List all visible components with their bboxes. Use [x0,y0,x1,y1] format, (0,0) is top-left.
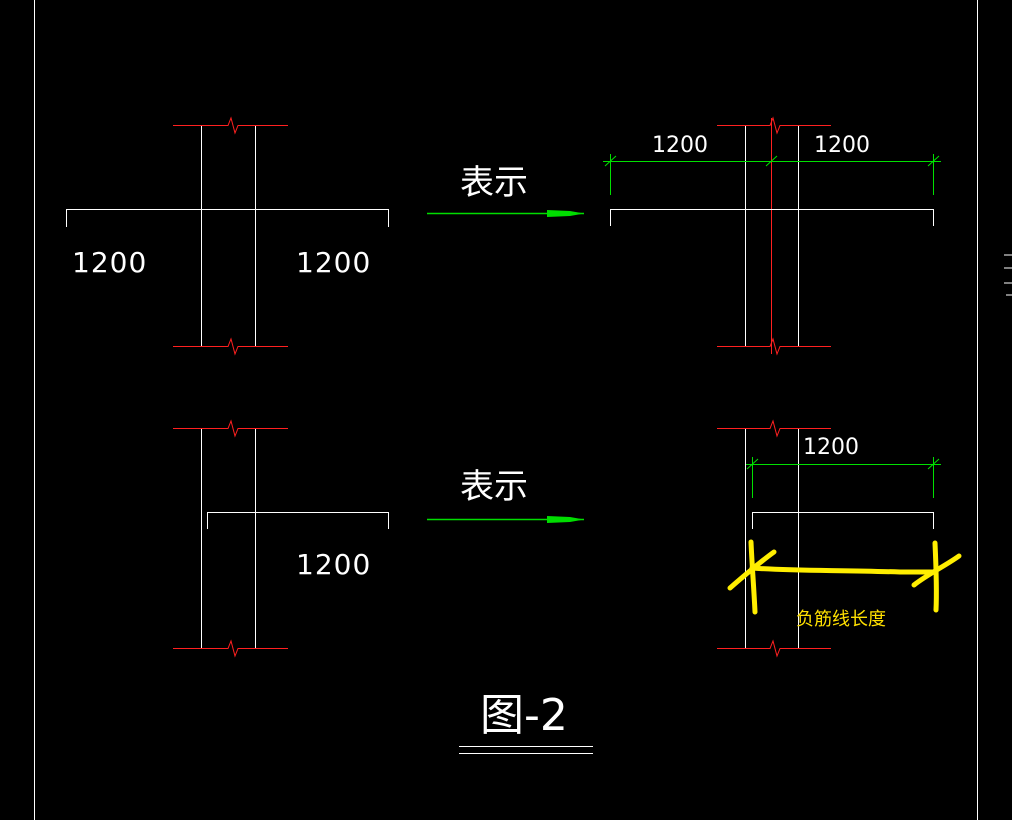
column-top-break-line [717,419,831,438]
panel-b-beam-line [207,512,389,529]
panel-b-right-dimension: 1200 [296,548,371,581]
panel-a-result-beam-line [610,209,934,226]
dim-tick-center [765,155,778,167]
highlight-right-slash [911,553,962,588]
drawing-frame [34,0,978,820]
column-bottom-break-line [173,639,288,658]
panel-b-column [173,419,288,658]
figure-title: 图-2 [480,690,568,741]
offscreen-glyph-fragment [1004,254,1012,296]
highlight-left-slash [727,549,777,591]
column-top-break-line [173,116,288,135]
panel-a-result-right-dimension: 1200 [814,133,870,158]
panel-b-result-beam-line [752,512,934,529]
column-bottom-break-line [173,337,288,356]
panel-a-result-dimension-line [603,154,941,195]
panel-b-result-dimension: 1200 [803,435,859,460]
dim-tick-left [604,155,617,167]
highlight-horizontal-stroke [749,565,939,575]
arrow-bottom-head [547,516,584,523]
dim-tick-right [927,155,940,167]
arrow-bottom-label: 表示 [460,467,528,507]
rebar-length-highlight [727,539,962,615]
figure-title-underline [459,746,593,754]
arrow-bottom [427,516,584,523]
panel-a-beam-line [66,209,389,227]
panel-a-right-dimension: 1200 [296,246,371,279]
panel-a-column [173,116,288,356]
column-bottom-break-line [717,639,831,658]
column-bottom-break-line [717,337,831,356]
column-top-break-line [173,419,288,438]
arrow-top [427,210,584,217]
arrow-top-label: 表示 [460,163,528,203]
panel-a-left-dimension: 1200 [72,246,147,279]
highlight-left-vertical [748,539,758,615]
dim-tick-right [927,458,940,470]
panel-b-result-dimension-line [746,457,941,498]
panel-a-result-left-dimension: 1200 [652,133,708,158]
rebar-length-note: 负筋线长度 [796,609,886,630]
arrow-top-head [547,210,584,217]
dim-tick-left [746,458,759,470]
highlight-right-vertical [932,540,939,613]
column-top-break-line [717,116,831,135]
